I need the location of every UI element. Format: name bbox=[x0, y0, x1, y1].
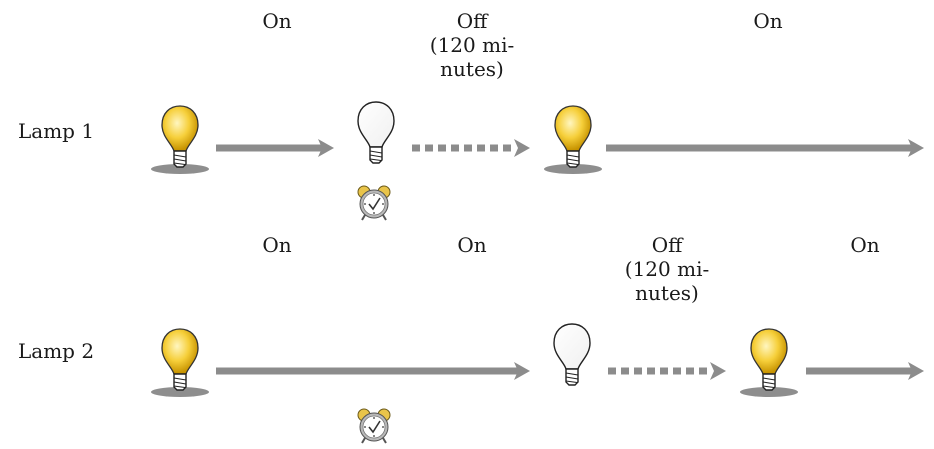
lamp-2-bulb-off-icon bbox=[554, 324, 590, 385]
lamp-1-row bbox=[151, 102, 924, 221]
lamp-1-arrow-dotted bbox=[412, 139, 530, 157]
lamp-2-state-1-label: On bbox=[262, 233, 292, 257]
lamp-2-row bbox=[151, 324, 924, 444]
lamp-2-state-4-label: On bbox=[850, 233, 880, 257]
lamp-2-state-3-label: Off (120 mi- nutes) bbox=[624, 233, 710, 305]
lamp-1-state-2-label: Off (120 mi- nutes) bbox=[429, 9, 515, 81]
lamp-1-state-1-label: On bbox=[262, 9, 292, 33]
lamp-1-label: Lamp 1 bbox=[18, 119, 95, 143]
lamp-1-bulb-on-icon-2 bbox=[544, 106, 602, 174]
lamp-1-state-3-label: On bbox=[753, 9, 783, 33]
lamp-2-label: Lamp 2 bbox=[18, 339, 95, 363]
lamp-1-alarm-clock-icon bbox=[357, 185, 391, 221]
lamp-2-arrow-dotted bbox=[608, 362, 726, 380]
lamp-2-state-2-label: On bbox=[457, 233, 487, 257]
lamp-1-arrow-solid-1 bbox=[216, 139, 334, 157]
lamp-2-bulb-on-icon-2 bbox=[740, 329, 798, 397]
lamp-2-bulb-on-icon bbox=[151, 329, 209, 397]
lamp-2-alarm-clock-icon bbox=[357, 408, 391, 444]
lamp-2-arrow-solid-1 bbox=[216, 362, 530, 380]
lamp-1-bulb-on-icon bbox=[151, 106, 209, 174]
lamp-1-arrow-solid-2 bbox=[606, 139, 924, 157]
lamp-2-arrow-solid-2 bbox=[806, 362, 924, 380]
lamp-1-bulb-off-icon bbox=[358, 102, 394, 163]
